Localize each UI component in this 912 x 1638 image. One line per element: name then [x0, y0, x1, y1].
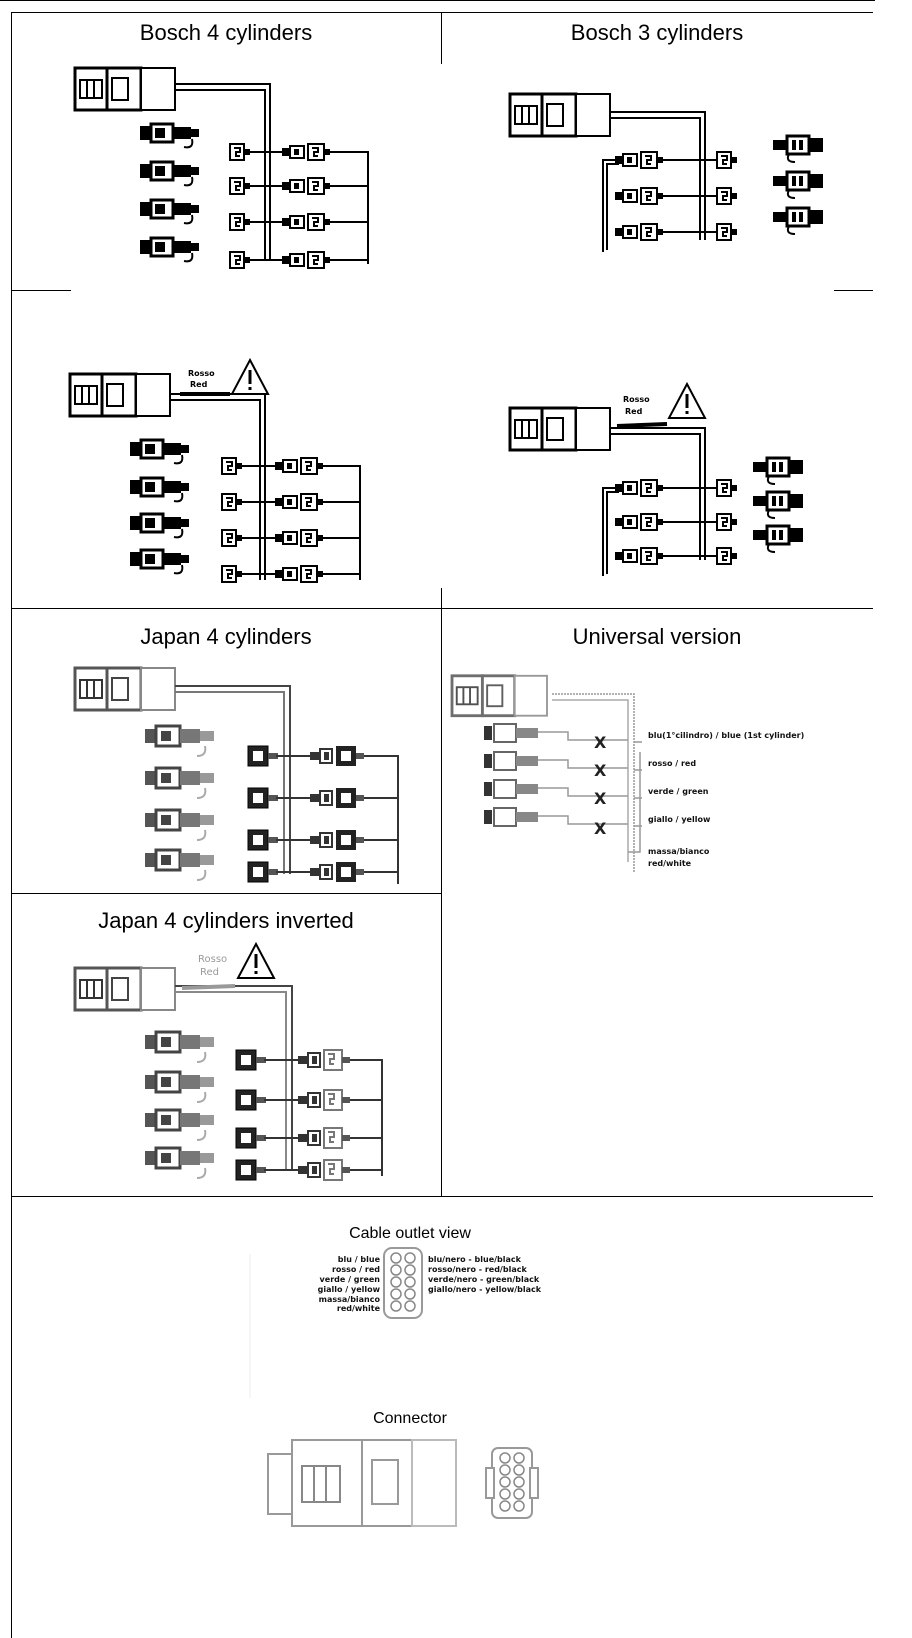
outlet-right-label-1: blu/nero - blue/black — [428, 1255, 522, 1264]
outlet-left-label-3: verde / green — [320, 1275, 381, 1284]
bosch4-red-label-2: Red — [190, 380, 208, 389]
universal-wire-label-red-white: red/white — [648, 859, 692, 868]
bosch4-red-label-1: Rosso — [188, 369, 215, 378]
svg-text:X: X — [594, 789, 607, 808]
outlet-left-label-6: red/white — [337, 1304, 381, 1313]
bosch3-wiring-diagram — [508, 92, 825, 252]
universal-wire-label-ground: massa/bianco — [648, 847, 710, 856]
japan4-inverted-title: Japan 4 cylinders inverted — [98, 908, 354, 933]
bosch3-red-wiring-diagram: Rosso Red — [508, 383, 805, 576]
connector-title: Connector — [373, 1410, 447, 1427]
bosch4-wiring-diagram — [73, 66, 369, 269]
japan4-title: Japan 4 cylinders — [140, 624, 312, 649]
outlet-left-label-2: rosso / red — [332, 1265, 380, 1274]
svg-text:X: X — [594, 819, 607, 838]
japan4-inverted-label-1: Rosso — [198, 954, 227, 965]
cable-outlet-title: Cable outlet view — [349, 1225, 471, 1242]
universal-wire-label-green: verde / green — [648, 787, 709, 796]
universal-wiring-diagram: X X X X blu(1°cilindro) / blue (1st cyli… — [450, 674, 804, 872]
universal-wire-label-yellow: giallo / yellow — [648, 815, 711, 824]
bosch3-red-label-1: Rosso — [623, 395, 650, 404]
bosch3-title: Bosch 3 cylinders — [570, 20, 744, 45]
outlet-left-label-4: giallo / yellow — [318, 1285, 381, 1294]
bosch4-red-wiring-diagram: Rosso Red — [68, 359, 361, 583]
outlet-right-label-3: verde/nero - green/black — [428, 1275, 540, 1284]
outlet-right-label-2: rosso/nero - red/black — [428, 1265, 527, 1274]
bosch3-red-label-2: Red — [625, 407, 643, 416]
japan4-inverted-wiring-diagram: Rosso Red — [73, 943, 383, 1181]
universal-title: Universal version — [572, 624, 742, 649]
bosch4-title: Bosch 4 cylinders — [139, 20, 313, 45]
universal-wire-label-blue: blu(1°cilindro) / blue (1st cylinder) — [648, 731, 804, 740]
svg-text:X: X — [594, 733, 607, 752]
cable-outlet-diagram: blu / blue rosso / red verde / green gia… — [249, 1247, 542, 1398]
outlet-left-label-5: massa/bianco — [319, 1295, 381, 1304]
outlet-right-label-4: giallo/nero - yellow/black — [428, 1285, 542, 1294]
connector-diagram — [267, 1439, 539, 1527]
japan4-inverted-label-2: Red — [200, 967, 219, 978]
japan4-wiring-diagram — [73, 666, 399, 884]
svg-text:X: X — [594, 761, 607, 780]
universal-wire-label-red: rosso / red — [648, 759, 696, 768]
outlet-left-label-1: blu / blue — [338, 1255, 381, 1264]
